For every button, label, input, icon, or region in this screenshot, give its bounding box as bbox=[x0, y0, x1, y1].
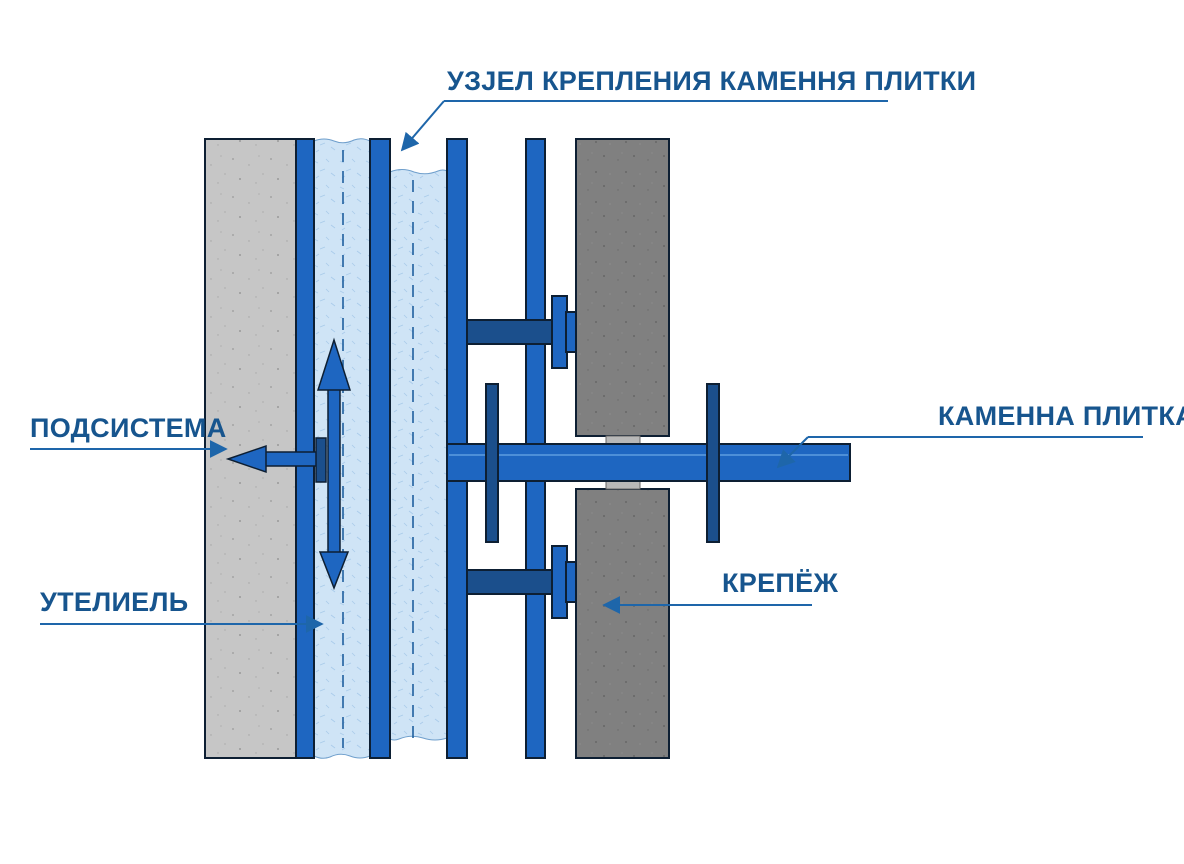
bracket-upper bbox=[466, 319, 558, 345]
bracket-upper-washer bbox=[565, 311, 577, 353]
stone-tile-upper bbox=[575, 138, 670, 437]
title-label: УЗЈЕЛ КРЕПЛЕНИЯ КАМЕННЯ ПЛИТКИ bbox=[447, 66, 976, 96]
bracket-lower-washer bbox=[565, 561, 577, 603]
title-leader-arrow bbox=[400, 100, 445, 152]
anchor-tip bbox=[225, 444, 267, 474]
bracket-lower bbox=[466, 569, 558, 595]
subsystem-label: ПОДСИСТЕМА bbox=[30, 413, 227, 443]
insulation-layer-outer bbox=[389, 169, 448, 741]
rail-clamp-left bbox=[485, 383, 499, 543]
stone-tile-label: КАМЕННА ПЛИТКА bbox=[938, 401, 1184, 431]
bracket-upper-plate bbox=[551, 295, 568, 369]
anchor-shaft bbox=[261, 451, 319, 467]
stone-tile-leader-arrow bbox=[776, 436, 809, 469]
insulation-profile bbox=[369, 138, 391, 759]
insulation-label: УТЕЛИЕЛЬ bbox=[40, 587, 188, 617]
horizontal-rail bbox=[446, 443, 851, 482]
vertical-arrow-top-head bbox=[316, 337, 352, 391]
rail-clamp-right bbox=[706, 383, 720, 543]
wall-profile bbox=[295, 138, 315, 759]
anchor-head bbox=[315, 437, 327, 483]
vertical-arrow-bottom-head bbox=[318, 551, 350, 591]
fastener-label: КРЕПЁЖ bbox=[722, 568, 838, 598]
vertical-arrow-shaft bbox=[327, 383, 341, 561]
stone-tile-lower bbox=[575, 488, 670, 759]
bracket-lower-plate bbox=[551, 545, 568, 619]
